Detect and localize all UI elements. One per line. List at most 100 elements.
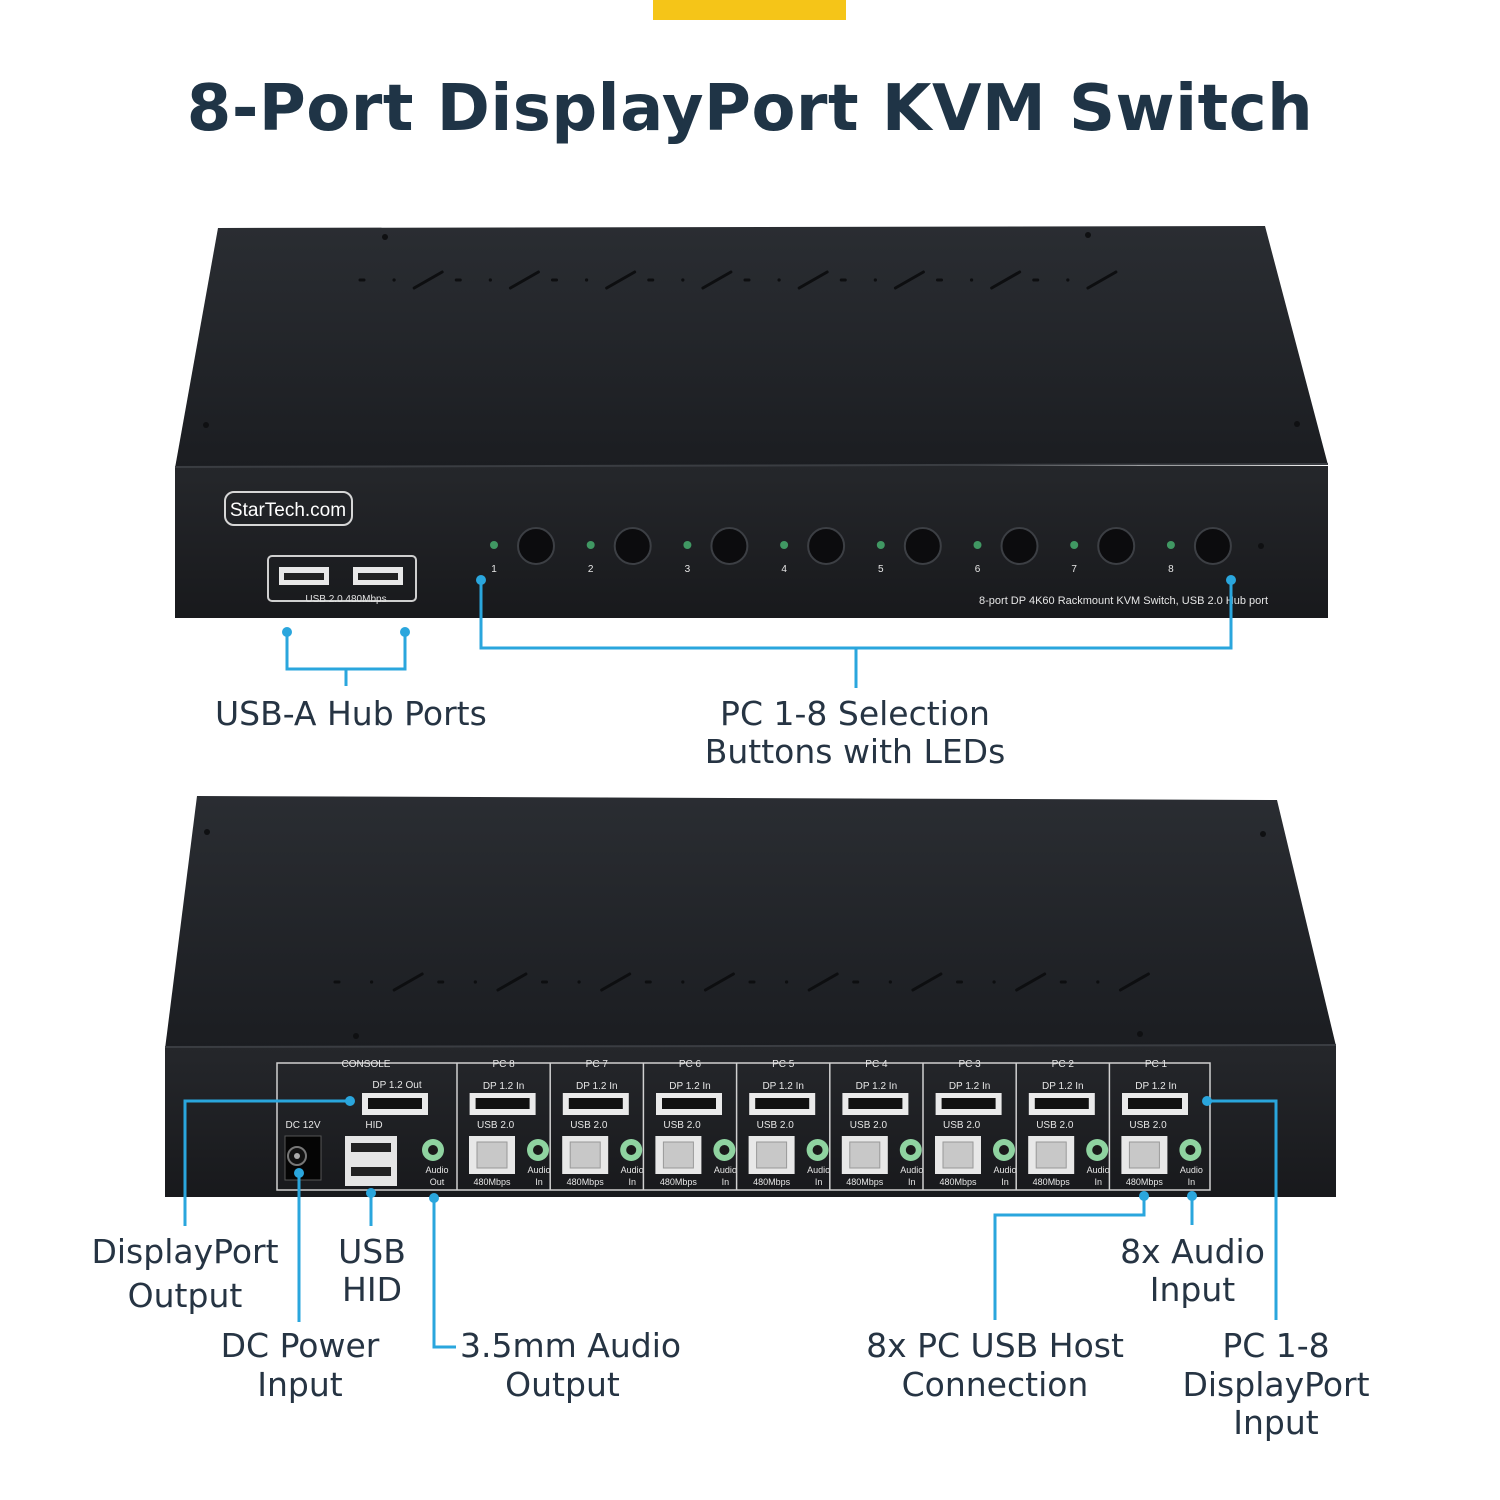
pc-header: PC 6 — [679, 1059, 702, 1070]
callout-audio-output-line-1: 3.5mm Audio — [460, 1326, 682, 1365]
pc-select-button-group: 6 — [973, 527, 1039, 575]
led-indicator — [490, 541, 498, 549]
usb-label: USB 2.0 — [850, 1120, 888, 1131]
front-callout-lines — [285, 580, 1233, 688]
callout-usb-host-line-1: 8x PC USB Host — [866, 1326, 1124, 1365]
pc-header: PC 4 — [865, 1059, 888, 1070]
pc-select-button[interactable] — [1193, 527, 1232, 565]
vent-slot — [911, 972, 943, 992]
callout-usb-hid-line-1: USB — [338, 1232, 406, 1271]
dp-in-label: DP 1.2 In — [576, 1081, 618, 1092]
usb-label: USB 2.0 — [1036, 1120, 1074, 1131]
vent-slot — [873, 278, 877, 282]
front-unit-face — [175, 466, 1328, 618]
usb-label: USB 2.0 — [757, 1120, 795, 1131]
vent-slot — [508, 270, 540, 290]
callout-dp-input-line-2: DisplayPort — [1182, 1365, 1370, 1404]
brand-logo — [224, 491, 353, 526]
pc-select-button[interactable] — [517, 527, 555, 565]
audio-in-label-1: Audio — [900, 1165, 923, 1175]
button-number-label: 3 — [685, 564, 691, 575]
vent-slot — [1118, 972, 1150, 992]
button-number-label: 7 — [1071, 564, 1077, 575]
usb-label: USB 2.0 — [943, 1120, 981, 1131]
vent-slot — [600, 972, 632, 992]
rear-unit-top-panel — [165, 796, 1336, 1049]
vent-slot — [701, 270, 733, 290]
vent-slot — [369, 980, 374, 984]
pc-select-button-group: 4 — [780, 527, 846, 575]
pc-select-button-group: 2 — [586, 527, 652, 575]
vent-slot — [681, 278, 685, 282]
vent-slot — [392, 278, 396, 282]
vent-slot — [990, 270, 1022, 290]
pc-header: PC 2 — [1052, 1059, 1075, 1070]
audio-in-label-1: Audio — [807, 1165, 830, 1175]
vent-slot — [1066, 278, 1070, 282]
callout-dot — [1226, 575, 1236, 585]
callout-audio-input-line-1: 8x Audio — [1120, 1232, 1265, 1271]
led-indicator — [586, 541, 595, 549]
usb-label: USB 2.0 — [663, 1120, 701, 1131]
led-indicator — [683, 541, 692, 549]
vent-slot — [577, 980, 581, 984]
callout-dot — [476, 575, 486, 585]
pc-select-button[interactable] — [710, 527, 749, 565]
vent-slot — [1086, 270, 1118, 290]
led-indicator — [780, 541, 789, 549]
pc-select-button[interactable] — [903, 527, 942, 565]
button-number-label: 6 — [975, 564, 981, 575]
dc-label: DC 12V — [285, 1120, 320, 1131]
vent-slot — [605, 270, 637, 290]
audio-out-label-1: Audio — [425, 1165, 448, 1175]
pc-header: PC 5 — [772, 1059, 795, 1070]
audio-in-label-2: In — [815, 1177, 823, 1187]
vent-slot — [969, 278, 974, 282]
usb-speed-label: 480Mbps — [567, 1177, 605, 1187]
usb-port-label: USB 2.0 480Mbps — [305, 594, 386, 605]
button-number-label: 5 — [878, 564, 884, 575]
audio-in-label-1: Audio — [1180, 1165, 1203, 1175]
pc-header: PC 1 — [1145, 1059, 1168, 1070]
brand-logo-text: StarTech.com — [230, 500, 346, 521]
callout-audio-input-line-2: Input — [1149, 1270, 1236, 1309]
vent-slot — [473, 980, 477, 984]
audio-in-label-1: Audio — [714, 1165, 737, 1175]
callout-dot — [282, 627, 292, 637]
vent-slot — [412, 270, 444, 290]
led-indicator — [1166, 541, 1175, 549]
usb-speed-label: 480Mbps — [473, 1177, 511, 1187]
pc-select-button[interactable] — [807, 527, 846, 565]
console-dp-out-label: DP 1.2 Out — [372, 1080, 422, 1091]
rear-callout-lines — [183, 1099, 1278, 1349]
callout-dp-output-line-2: Output — [127, 1276, 243, 1315]
usb-port-bezel — [267, 555, 417, 602]
callout-pc-selection-line-2: Buttons with LEDs — [704, 732, 1006, 771]
pc-select-button[interactable] — [1097, 527, 1136, 565]
usb-speed-label: 480Mbps — [1126, 1177, 1164, 1187]
usb-speed-label: 480Mbps — [1033, 1177, 1071, 1187]
front-vents — [358, 270, 1118, 290]
pc-select-button-group: 3 — [683, 527, 749, 575]
pc-select-button[interactable] — [1000, 527, 1039, 565]
button-number-label: 2 — [588, 564, 594, 575]
hid-label: HID — [365, 1120, 382, 1131]
callout-pc-selection-line-1: PC 1-8 Selection — [720, 694, 990, 733]
vent-slot — [888, 980, 892, 984]
dp-in-label: DP 1.2 In — [1042, 1081, 1084, 1092]
vent-slot — [1015, 972, 1047, 992]
usb-speed-label: 480Mbps — [846, 1177, 884, 1187]
audio-in-label-2: In — [628, 1177, 636, 1187]
vent-slot — [807, 972, 839, 992]
pc-select-button[interactable] — [613, 527, 652, 565]
dp-in-label: DP 1.2 In — [762, 1081, 804, 1092]
audio-in-label-1: Audio — [1087, 1165, 1110, 1175]
pc-header: PC 7 — [586, 1059, 609, 1070]
